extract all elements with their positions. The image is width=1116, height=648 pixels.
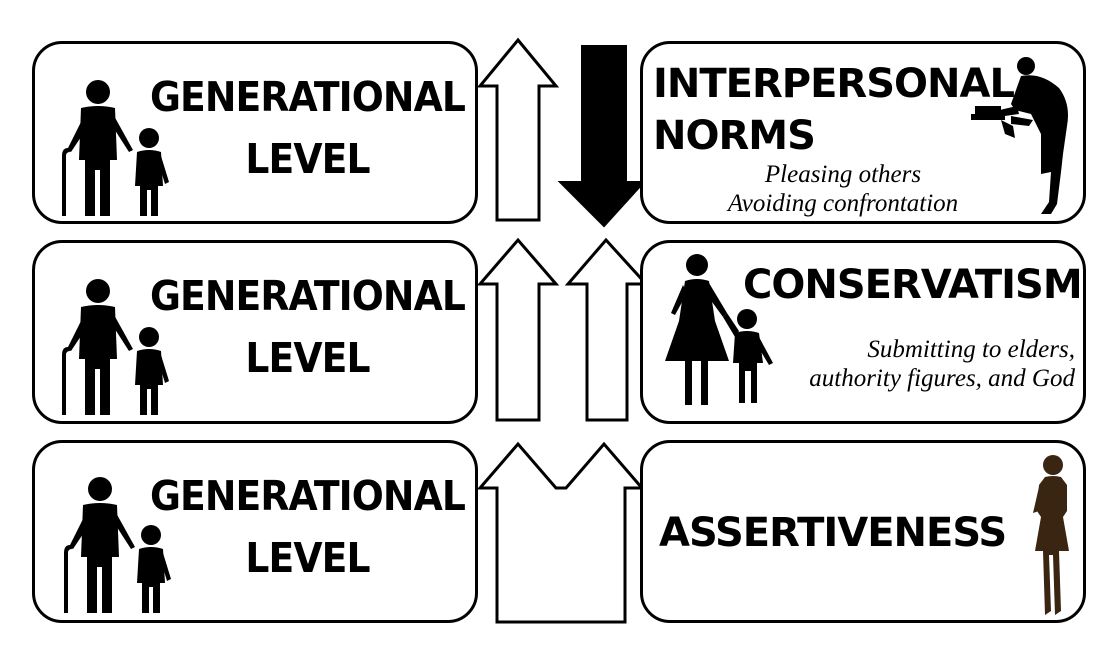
assertiveness-box: ASSERTIVENESS bbox=[640, 440, 1086, 623]
up-arrow-icon bbox=[476, 441, 646, 624]
generational-level-box-bottom: GENERATIONAL LEVEL bbox=[32, 440, 478, 623]
interpersonal-norms-subtitle: Pleasing others Avoiding confrontation bbox=[727, 161, 959, 217]
generational-level-label: GENERATIONAL LEVEL bbox=[150, 73, 466, 183]
generational-level-label: GENERATIONAL LEVEL bbox=[150, 472, 466, 582]
generational-level-box-middle: GENERATIONAL LEVEL bbox=[32, 240, 478, 424]
elder-with-child-icon bbox=[62, 279, 169, 415]
generational-level-label: GENERATIONAL LEVEL bbox=[150, 272, 466, 382]
up-arrow-icon bbox=[476, 237, 560, 422]
down-arrow-icon bbox=[557, 45, 647, 228]
conservatism-subtitle: Submitting to elders, authority figures,… bbox=[809, 336, 1075, 392]
interpersonal-norms-box: INTERPERSONAL NORMS Pleasing others Avoi… bbox=[640, 41, 1086, 224]
elder-with-child-icon bbox=[62, 80, 169, 216]
bowing-man-icon bbox=[971, 57, 1068, 214]
mother-with-child-icon bbox=[665, 254, 773, 405]
elder-with-child-icon bbox=[64, 477, 171, 613]
assertiveness-title: ASSERTIVENESS bbox=[659, 510, 1007, 556]
conservatism-title: CONSERVATISM bbox=[743, 262, 1083, 308]
conservatism-box: CONSERVATISM Submitting to elders, autho… bbox=[640, 240, 1086, 424]
up-arrow-icon bbox=[476, 37, 560, 222]
generational-level-box-top: GENERATIONAL LEVEL bbox=[32, 41, 478, 224]
up-arrow-icon bbox=[564, 237, 650, 422]
standing-woman-icon bbox=[1033, 455, 1069, 615]
interpersonal-norms-title: INTERPERSONAL NORMS bbox=[653, 61, 1015, 159]
